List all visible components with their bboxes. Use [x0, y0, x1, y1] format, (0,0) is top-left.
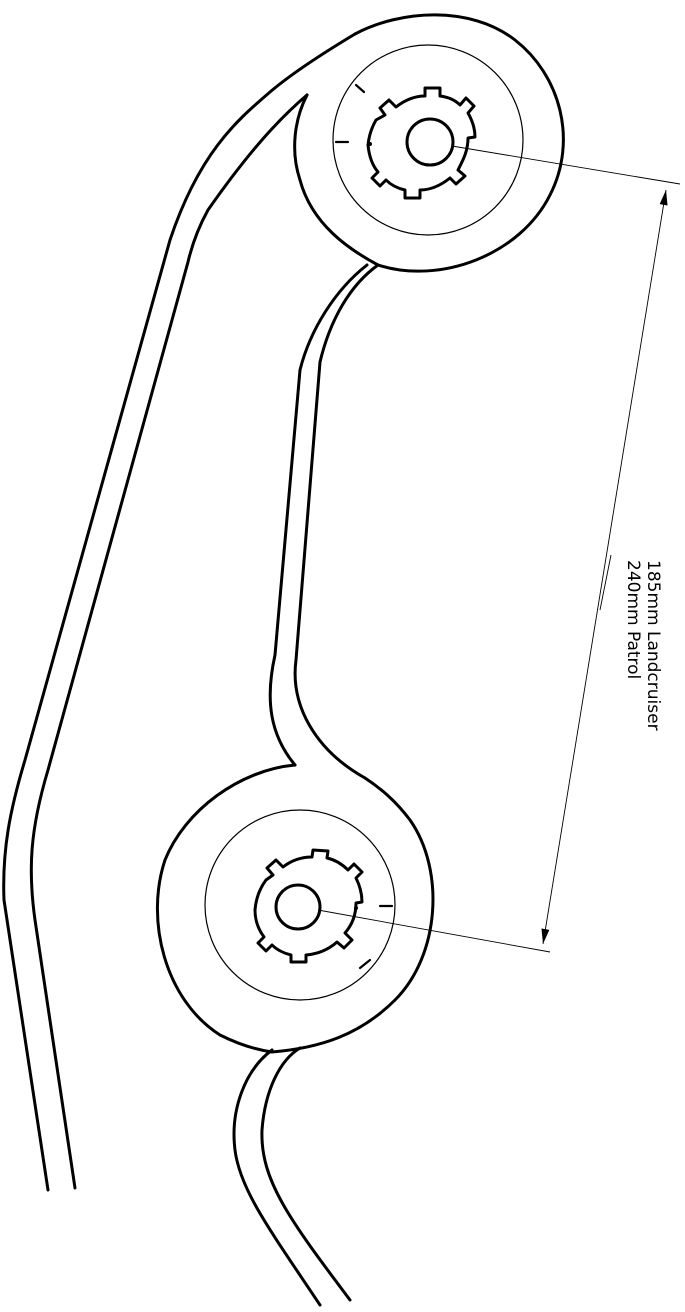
- dimension-annotation: [317, 145, 681, 953]
- dimension-label-landcruiser: 185mm Landcruiser: [643, 560, 663, 731]
- bridge-left-edge: [268, 263, 369, 767]
- arm-inner-edge: [29, 93, 309, 1190]
- top-hub-detail: [332, 44, 524, 236]
- top-hub-outer: [293, 13, 565, 273]
- tail-left-edge: [232, 1048, 322, 1307]
- arm-outer-edge: [2, 32, 357, 1192]
- tail-right-edge: [260, 1046, 352, 1302]
- dimension-label-patrol: 240mm Patrol: [623, 560, 643, 679]
- bottom-hub-outer: [155, 763, 435, 1054]
- dimension-label-group: 185mm Landcruiser 240mm Patrol: [623, 560, 663, 731]
- bottom-hub-detail: [204, 809, 396, 1001]
- bridge-right-edge: [293, 263, 380, 780]
